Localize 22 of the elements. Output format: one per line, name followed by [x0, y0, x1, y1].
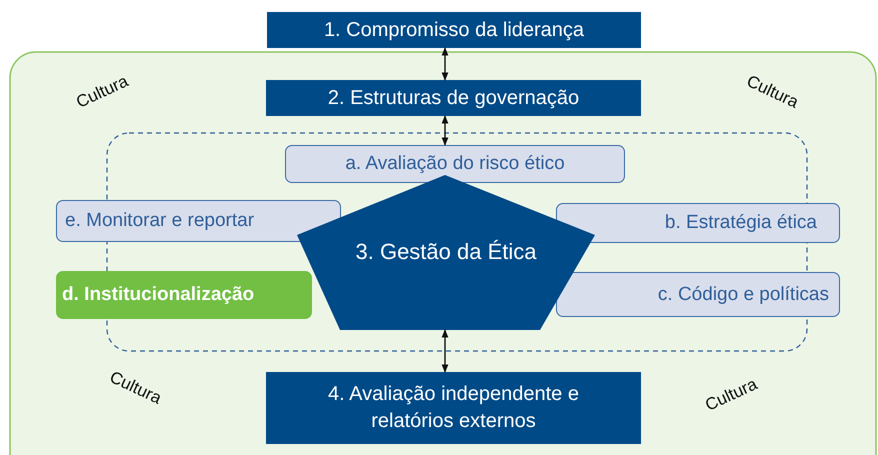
node-label: a. Avaliação do risco ético [345, 152, 565, 176]
culture-label: Cultura [702, 374, 760, 416]
node-label: c. Código e políticas [658, 282, 829, 307]
process-box [266, 80, 641, 116]
double-arrow [442, 329, 448, 373]
component-box [285, 145, 625, 183]
node-label: 1. Compromisso da liderança [324, 18, 584, 42]
node-label: 2. Estruturas de governação [328, 86, 580, 110]
node-label: d. Institucionalização [62, 283, 254, 308]
component-box [56, 200, 341, 242]
highlighted-box [56, 271, 312, 319]
double-arrow [442, 115, 448, 146]
node-label: e. Monitorar e reportar [65, 209, 254, 234]
node-label: 4. Avaliação independente e relatórios externos [327, 382, 580, 434]
component-box [556, 272, 840, 317]
culture-label: Cultura [73, 71, 132, 113]
double-arrow [442, 47, 448, 81]
node-label: b. Estratégia ética [664, 211, 817, 236]
process-box [267, 12, 641, 48]
process-box [266, 372, 641, 444]
node-label: 3. Gestão da Ética [356, 238, 536, 266]
component-box [556, 203, 840, 243]
